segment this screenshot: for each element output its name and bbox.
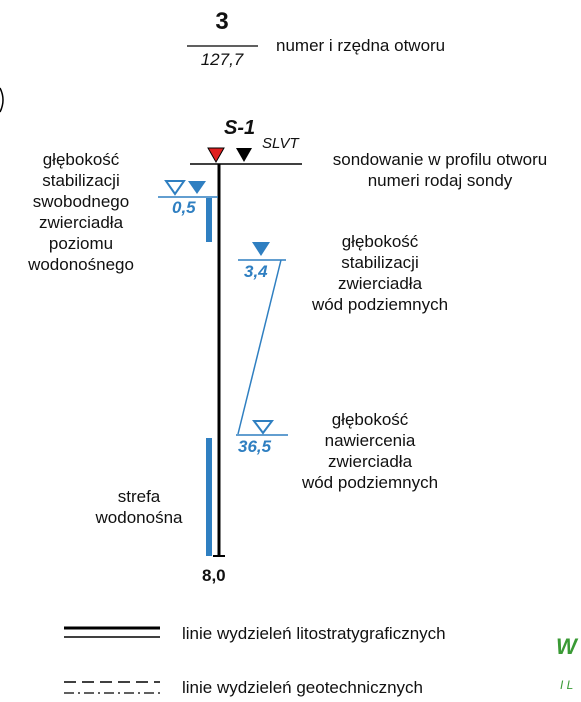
upper-aquifer-bar: [206, 198, 212, 242]
cutoff-green-letter: W: [556, 634, 577, 659]
stab-label-line3: zwierciadła: [337, 274, 423, 293]
stab-label-line2: stabilizacji: [341, 253, 419, 272]
drill-label-line2: nawiercenia: [324, 431, 416, 450]
stab-label-line1: głębokość: [341, 232, 419, 251]
drill-label-line3: zwierciadła: [327, 452, 413, 471]
bottom-depth: 8,0: [202, 566, 226, 585]
drilled-water-open-triangle-icon: [252, 420, 274, 435]
bore-elevation: 127,7: [200, 50, 244, 69]
drill-label-line1: głębokość: [331, 410, 409, 429]
free-water-label-line4: zwierciadła: [38, 213, 124, 232]
stabilized-water-depth: 3,4: [244, 262, 268, 281]
free-water-filled-triangle-icon: [188, 181, 206, 194]
sounding-red-marker-icon: [207, 147, 225, 164]
free-water-label-line3: swobodnego: [32, 192, 130, 211]
stabilized-water-triangle-icon: [252, 242, 270, 256]
lower-aquifer-bar: [206, 438, 212, 556]
drill-label-line4: wód podziemnych: [301, 473, 439, 492]
borehole-name: S-1: [224, 117, 256, 139]
header-caption: numer i rzędna otworu: [276, 36, 446, 55]
free-water-label-line1: głębokość: [42, 150, 120, 169]
free-water-open-triangle-icon: [164, 180, 186, 196]
stab-label-line4: wód podziemnych: [311, 295, 449, 314]
cutoff-paren: [0, 87, 4, 113]
free-water-label-line2: stabilizacji: [42, 171, 120, 190]
cutoff-green-subtext: I L: [560, 678, 574, 692]
drilled-water-depth: 36,5: [238, 437, 272, 456]
sounding-black-marker-icon: [236, 148, 252, 162]
legend-dashed-label: linie wydzieleń geotechnicznych: [182, 678, 423, 697]
bore-number: 3: [215, 8, 229, 35]
sounding-code: SLVT: [262, 135, 299, 152]
sounding-label-line2: numeri rodaj sondy: [367, 171, 513, 190]
free-water-depth: 0,5: [172, 198, 196, 217]
aquifer-label-line1: strefa: [117, 487, 161, 506]
sounding-label-line1: sondowanie w profilu otworu: [332, 150, 548, 169]
water-connector-line: [237, 259, 282, 435]
free-water-label-line5: poziomu: [48, 234, 114, 253]
free-water-label-line6: wodonośnego: [28, 255, 134, 274]
aquifer-label-line2: wodonośna: [95, 508, 183, 527]
legend-solid-label: linie wydzieleń litostratygraficznych: [182, 624, 446, 643]
